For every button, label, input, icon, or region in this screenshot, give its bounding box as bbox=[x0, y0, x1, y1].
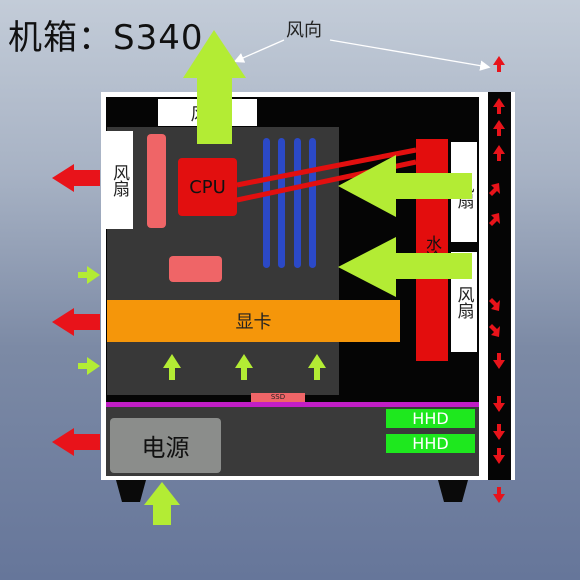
hdd-1: HHD bbox=[386, 409, 475, 428]
rear-fan: 风扇 bbox=[106, 131, 133, 229]
front-panel bbox=[484, 92, 515, 480]
radiator-label: 水冷 bbox=[423, 235, 442, 265]
hdd-2-label: HHD bbox=[412, 434, 449, 453]
rear-fan-label: 风扇 bbox=[109, 164, 129, 196]
top-fan: 风扇 bbox=[158, 99, 257, 126]
water-cooling-radiator: 水冷 bbox=[416, 139, 448, 361]
case-foot-right bbox=[438, 480, 468, 502]
ram-stick bbox=[294, 138, 301, 268]
wind-direction-label: 风向 bbox=[286, 20, 322, 41]
ram-stick bbox=[278, 138, 285, 268]
hdd-1-label: HHD bbox=[412, 409, 449, 428]
pcie-slot bbox=[147, 134, 166, 228]
front-fan-upper-label: 风扇 bbox=[453, 176, 474, 208]
wind-pointer-right bbox=[329, 39, 491, 71]
rear-intake-arrow-1 bbox=[78, 266, 100, 284]
front-fan-lower: 风扇 bbox=[451, 252, 477, 352]
top-fan-label: 风扇 bbox=[190, 105, 225, 125]
cpu: CPU bbox=[178, 158, 237, 216]
hdd-2: HHD bbox=[386, 434, 475, 453]
ram-stick bbox=[309, 138, 316, 268]
case-foot-left bbox=[116, 480, 146, 502]
gpu: 显卡 bbox=[107, 300, 400, 342]
psu-shroud-divider bbox=[106, 402, 479, 407]
psu: 电源 bbox=[110, 418, 221, 473]
wind-pointer-left bbox=[233, 39, 285, 63]
bottom-intake-arrow bbox=[144, 482, 180, 525]
rear-exhaust-arrow-3 bbox=[52, 428, 100, 456]
front-fan-lower-label: 风扇 bbox=[453, 286, 474, 318]
ssd: SSD bbox=[251, 393, 305, 402]
front-fan-upper: 风扇 bbox=[451, 142, 477, 242]
rear-intake-arrow-2 bbox=[78, 357, 100, 375]
rear-exhaust-arrow-2 bbox=[52, 308, 100, 336]
cpu-label: CPU bbox=[189, 176, 226, 198]
gpu-label: 显卡 bbox=[235, 312, 272, 333]
rear-exhaust-arrow-1 bbox=[52, 164, 100, 192]
page-title: 机箱：S340 bbox=[8, 18, 204, 58]
chipset bbox=[169, 256, 222, 282]
ram-stick bbox=[263, 138, 270, 268]
psu-label: 电源 bbox=[141, 434, 190, 462]
